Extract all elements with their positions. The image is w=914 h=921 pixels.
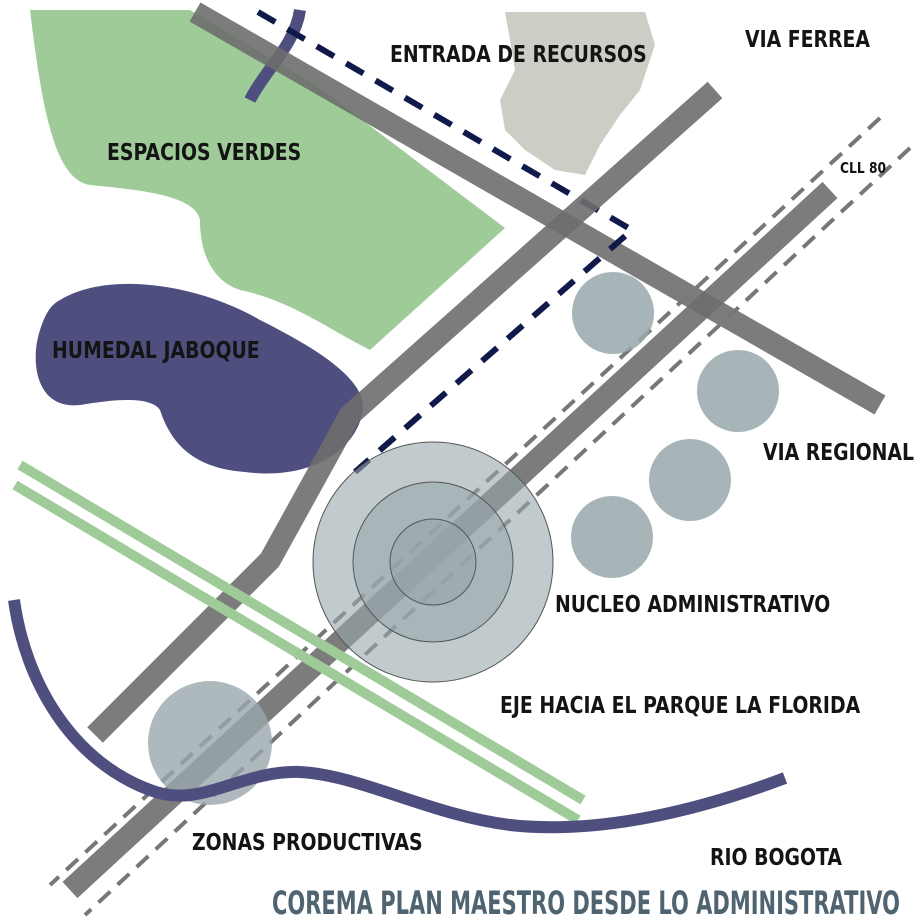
label-espacios-verdes: ESPACIOS VERDES <box>107 138 301 165</box>
nucleus-inner-circle <box>389 518 477 606</box>
label-entrada-recursos: ENTRADA DE RECURSOS <box>390 40 647 67</box>
label-zonas-productivas: ZONAS PRODUCTIVAS <box>192 828 423 855</box>
label-via-ferrea: VIA FERREA <box>745 25 871 52</box>
resource-area <box>500 12 655 175</box>
green-axis-line-1 <box>17 460 586 805</box>
label-rio-bogota: RIO BOGOTA <box>710 843 843 870</box>
wetland-area <box>35 283 364 474</box>
label-cll-80: CLL 80 <box>840 160 886 177</box>
label-via-regional: VIA REGIONAL <box>763 438 914 465</box>
via-ferrea-road <box>189 2 886 415</box>
resource-entry-dashed-line <box>256 9 638 475</box>
satellite-circle-1 <box>572 272 654 354</box>
label-eje-parque: EJE HACIA EL PARQUE LA FLORIDA <box>500 691 861 718</box>
rio-bogota-river <box>8 599 788 834</box>
label-nucleo-administrativo: NUCLEO ADMINISTRATIVO <box>555 590 830 617</box>
green-spaces-area <box>30 10 505 350</box>
satellite-circle-3 <box>649 439 731 521</box>
label-humedal: HUMEDAL JABOQUE <box>52 336 260 363</box>
diagram-title: COREMA PLAN MAESTRO DESDE LO ADMINISTRAT… <box>272 884 900 921</box>
via-regional-road <box>87 81 723 743</box>
green-axis-line-2 <box>12 480 581 825</box>
productive-zone-circle <box>148 681 272 805</box>
satellite-circle-2 <box>697 350 779 432</box>
satellite-circle-4 <box>571 496 653 578</box>
